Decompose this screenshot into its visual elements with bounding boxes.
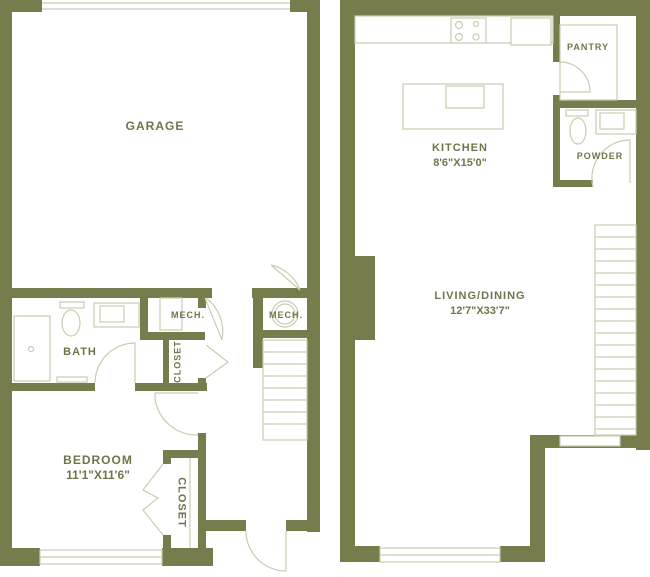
room-label-bedroom: BEDROOM	[63, 453, 133, 467]
room-dimensions-bedroom: 11'1"X11'6"	[66, 468, 130, 482]
refrigerator	[510, 17, 552, 46]
room-label-living-dining: LIVING/DINING	[434, 290, 526, 302]
toilet	[61, 309, 81, 337]
room-label-mech-left: MECH.	[171, 310, 205, 320]
powder-toilet	[569, 117, 587, 145]
room-label-pantry: PANTRY	[567, 42, 609, 52]
shower	[13, 315, 51, 382]
water-heater	[159, 297, 183, 331]
mech-unit	[271, 300, 299, 328]
room-dimensions-living-dining: 12'7"X33'7"	[450, 305, 510, 317]
stairs-upper	[594, 224, 637, 436]
lower-level-walls	[0, 0, 320, 566]
room-label-kitchen: KITCHEN	[432, 142, 488, 154]
room-dimensions-kitchen: 8'6"X15'0"	[433, 157, 487, 169]
lower-level-fixtures	[13, 2, 308, 572]
room-label-closet-hall: CLOSET	[172, 340, 183, 383]
pantry-shelves	[559, 24, 618, 101]
room-label-bath: BATH	[63, 346, 97, 358]
island-sink	[445, 85, 485, 109]
room-label-powder: POWDER	[576, 151, 624, 161]
window-living	[559, 435, 621, 447]
upper-level-fixtures	[354, 15, 637, 563]
room-label-mech-right: MECH.	[269, 310, 303, 320]
toilet-tank	[59, 301, 85, 309]
room-label-closet-bedroom: CLOSET	[175, 477, 188, 528]
stairs-lower	[262, 339, 308, 441]
room-label-garage: GARAGE	[125, 119, 185, 133]
